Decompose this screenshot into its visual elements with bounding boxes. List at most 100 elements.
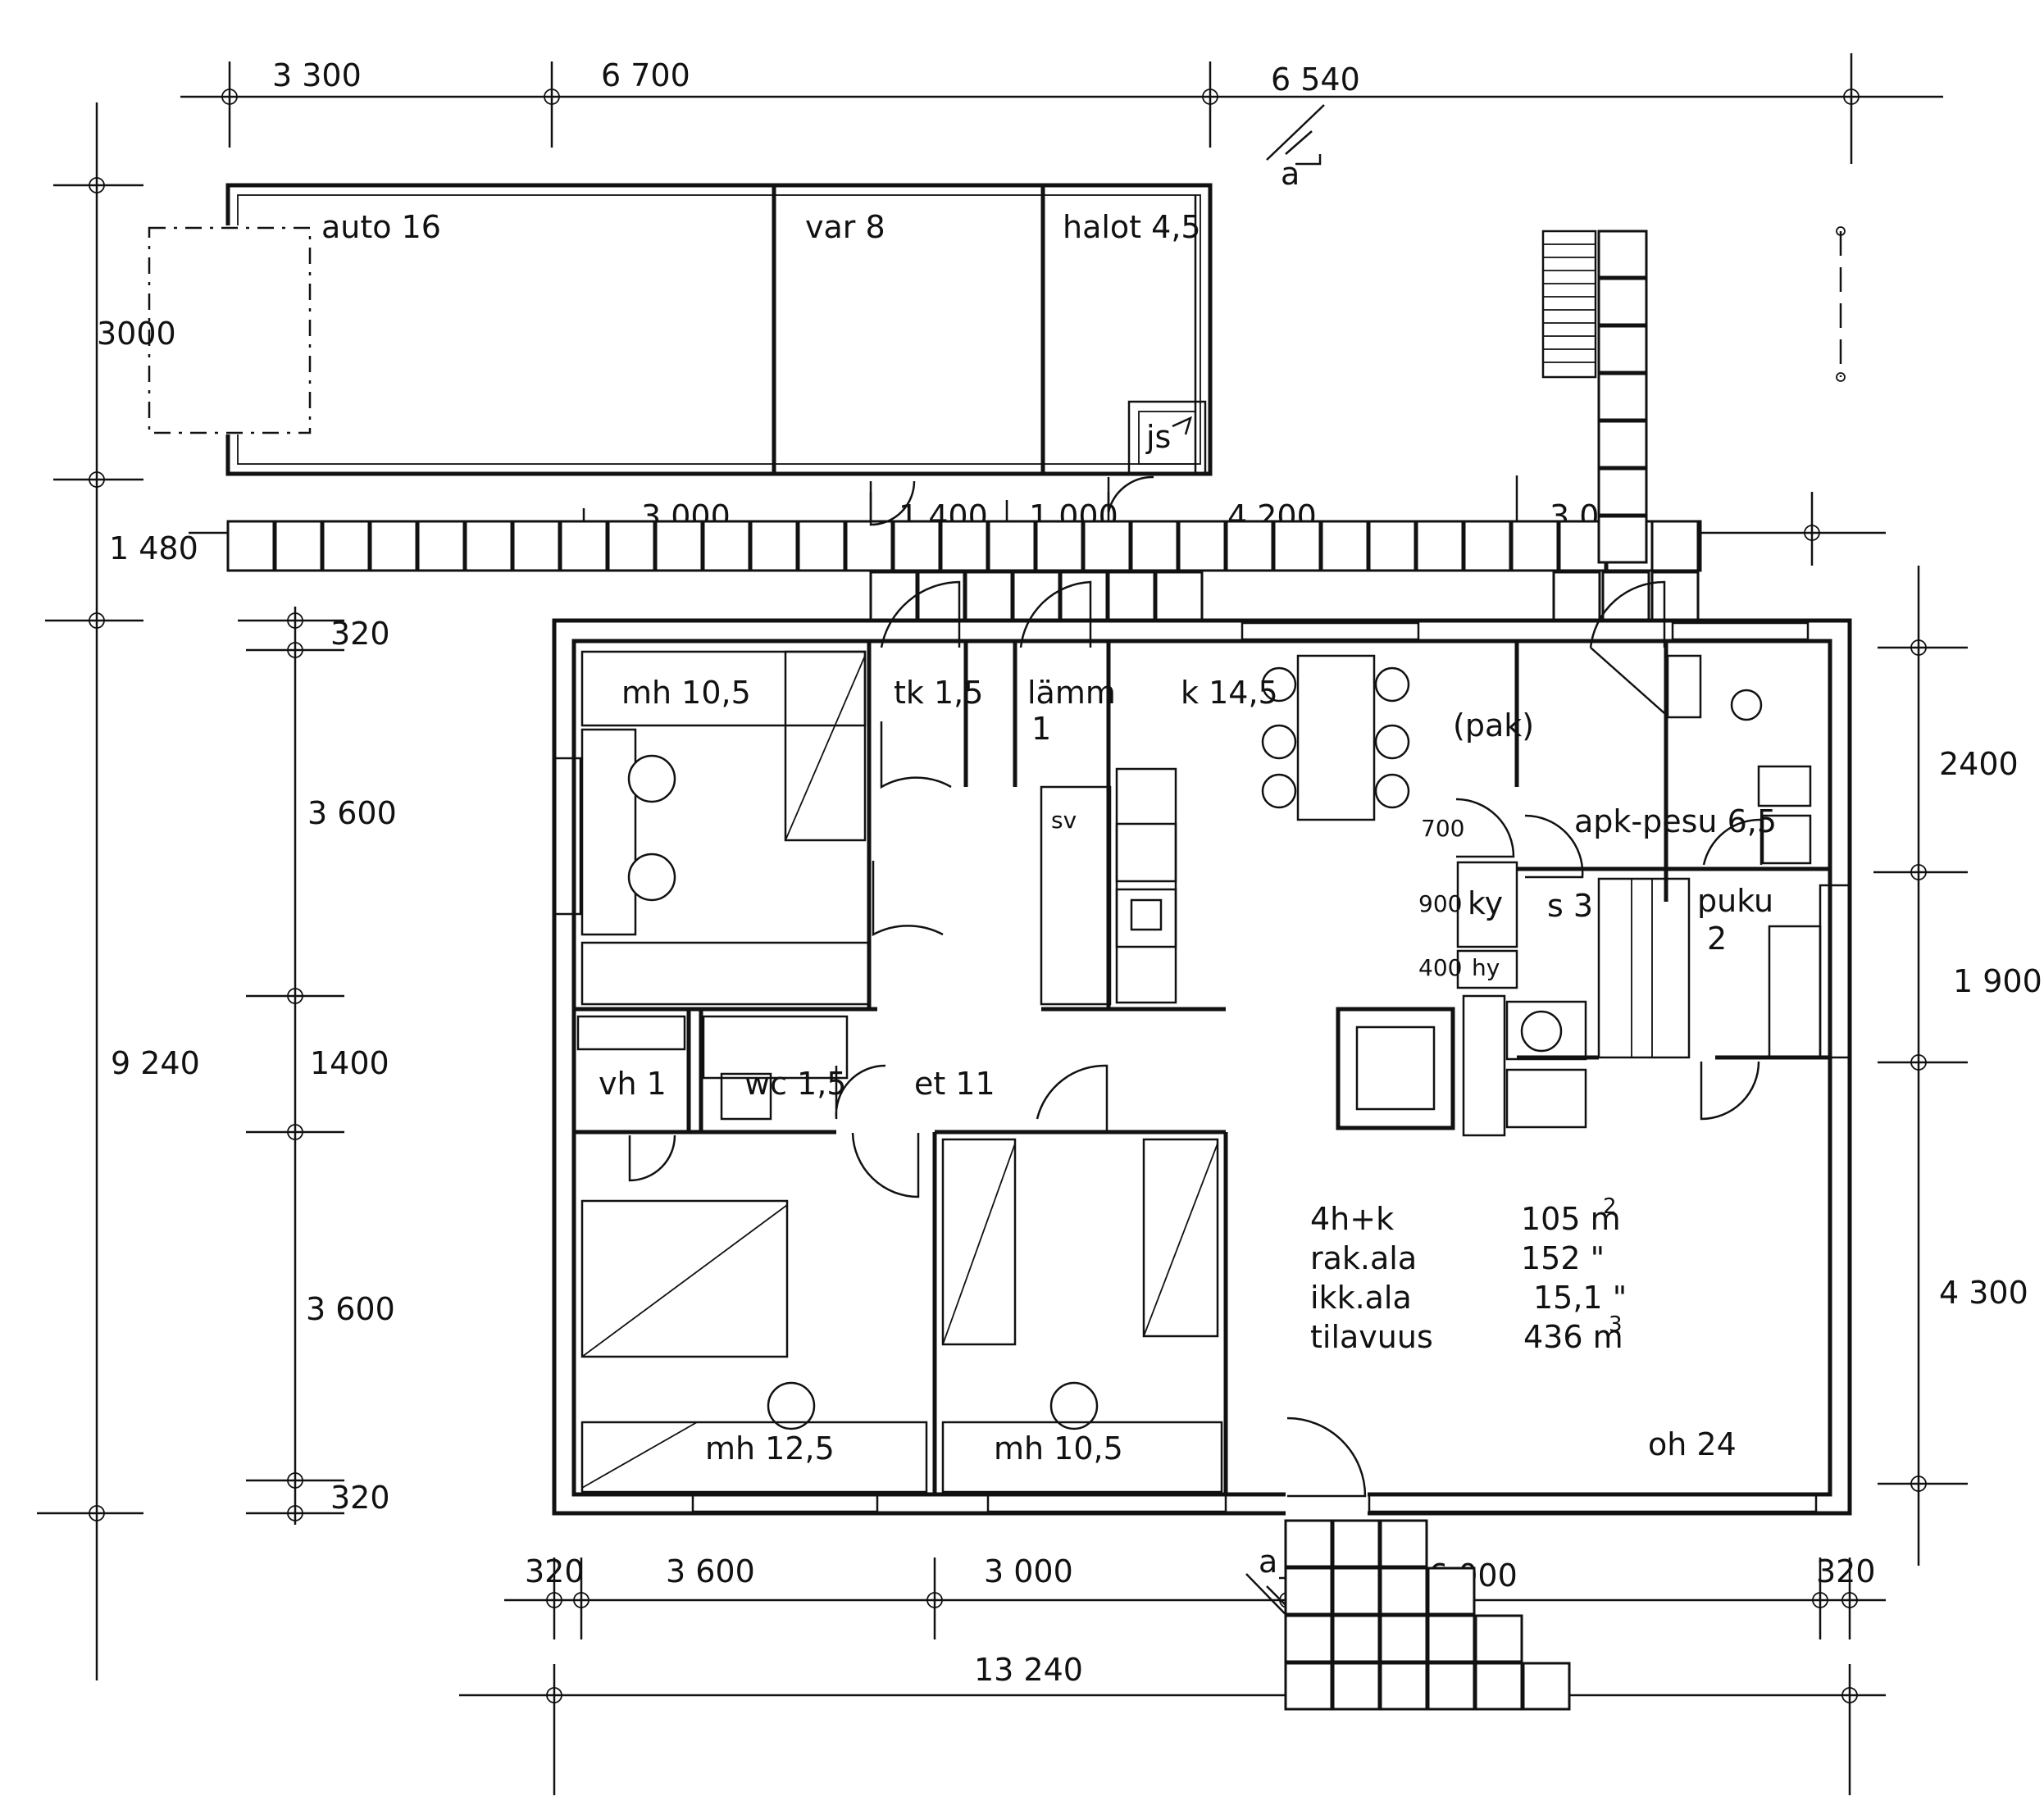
paving-tile bbox=[1597, 420, 1648, 469]
paving-tile bbox=[892, 520, 941, 572]
room-label-puku-no: 2 bbox=[1707, 921, 1727, 957]
dimension-lines bbox=[37, 53, 1968, 1795]
summary-sup-1: 2 bbox=[1603, 1194, 1617, 1219]
paving-tile bbox=[369, 520, 418, 572]
paving-tile bbox=[417, 520, 466, 572]
paving-tile bbox=[1427, 1614, 1476, 1663]
paving-tile bbox=[1059, 571, 1108, 621]
room-label-apk: apk-pesu 6,5 bbox=[1574, 803, 1777, 839]
paving-tile bbox=[1415, 520, 1464, 572]
paving-tile bbox=[987, 520, 1036, 572]
paving-tile bbox=[917, 571, 966, 621]
paving-tile bbox=[1379, 1614, 1428, 1663]
paving-tile bbox=[1130, 520, 1179, 572]
house-walls: sv bbox=[552, 618, 1852, 1517]
paving-tile bbox=[1474, 1614, 1523, 1663]
room-label-halot: halot 4,5 bbox=[1063, 209, 1201, 245]
section-marker-top: a bbox=[1266, 104, 1325, 192]
room-label-s: s 3 bbox=[1547, 888, 1593, 924]
outdoor-stairs bbox=[1541, 226, 1846, 382]
dim-kitchen-1: 700 bbox=[1421, 815, 1464, 842]
room-label-tk: tk 1,5 bbox=[894, 675, 983, 711]
room-labels: mh 10,5 tk 1,5 lämm 1 k 14,5 (pak) apk-p… bbox=[599, 675, 1777, 1467]
paving-tile bbox=[1552, 571, 1601, 621]
paving-tile bbox=[964, 571, 1013, 621]
dim-bottom-5: 320 bbox=[1816, 1553, 1876, 1589]
room-label-oh: oh 24 bbox=[1648, 1426, 1737, 1462]
paving-tile bbox=[1332, 1614, 1381, 1663]
paving-tile bbox=[940, 520, 989, 572]
summary-label-2: rak.ala bbox=[1310, 1240, 1417, 1276]
paving-tile bbox=[1035, 520, 1084, 572]
paving-tile bbox=[1597, 467, 1648, 516]
paving-tile bbox=[1650, 571, 1700, 621]
paving-tile bbox=[464, 520, 513, 572]
room-label-k: k 14,5 bbox=[1181, 675, 1278, 711]
dim-right-2: 1 900 bbox=[1953, 963, 2042, 999]
paving-tile bbox=[1597, 372, 1648, 421]
summary-label-3: ikk.ala bbox=[1310, 1280, 1412, 1316]
dim-bottom-1: 320 bbox=[525, 1553, 585, 1589]
paving-tile bbox=[1332, 1519, 1381, 1568]
room-label-ky: ky bbox=[1468, 885, 1503, 921]
paving-tile bbox=[869, 571, 918, 621]
room-label-lamm-no: 1 bbox=[1031, 711, 1051, 747]
paving-tile bbox=[1650, 520, 1700, 572]
paving-tile bbox=[1510, 520, 1559, 572]
dim-left-inner-1: 320 bbox=[330, 616, 390, 652]
paving-tile bbox=[1284, 1662, 1333, 1711]
dim-left-outer-2: 1 480 bbox=[109, 530, 198, 566]
summary-value-4: 436 m bbox=[1523, 1319, 1623, 1355]
room-label-js: js bbox=[1145, 419, 1171, 455]
paving-tile bbox=[1427, 1567, 1476, 1616]
room-label-lamm: lämm bbox=[1027, 675, 1116, 711]
paving-tile bbox=[1082, 520, 1131, 572]
paving-tile bbox=[274, 520, 323, 572]
room-label-hy: hy bbox=[1472, 954, 1500, 981]
paving-tile bbox=[654, 520, 703, 572]
summary-sup-4: 3 bbox=[1609, 1312, 1623, 1337]
paving-tile bbox=[1474, 1662, 1523, 1711]
dim-bottom-3: 3 000 bbox=[984, 1553, 1073, 1589]
paving-tile bbox=[1332, 1662, 1381, 1711]
paving-tile bbox=[1320, 520, 1369, 572]
summary-value-1: 105 m bbox=[1521, 1201, 1621, 1237]
room-label-auto: auto 16 bbox=[321, 209, 441, 245]
dim-top-3: 6 540 bbox=[1271, 61, 1360, 98]
paving-tile bbox=[749, 520, 799, 572]
door-swings bbox=[628, 475, 1763, 1498]
room-label-vh: vh 1 bbox=[599, 1066, 667, 1102]
paving-tile bbox=[1284, 1614, 1333, 1663]
paving-tile bbox=[1225, 520, 1274, 572]
paving-tile bbox=[1427, 1662, 1476, 1711]
dim-bottom-2: 3 600 bbox=[666, 1553, 755, 1589]
dim-right-1: 2400 bbox=[1939, 746, 2019, 782]
paving-tile bbox=[512, 520, 561, 572]
dim-kitchen-2: 900 bbox=[1418, 890, 1462, 917]
room-label-var: var 8 bbox=[805, 209, 885, 245]
paving-tile bbox=[559, 520, 608, 572]
dim-left-inner-5: 320 bbox=[330, 1480, 390, 1516]
paving-tile bbox=[1522, 1662, 1571, 1711]
section-label-top: a bbox=[1281, 156, 1300, 192]
room-label-pak: (pak) bbox=[1453, 707, 1534, 744]
paving-tile bbox=[1284, 1567, 1333, 1616]
paving-tile bbox=[1379, 1567, 1428, 1616]
paving-tile bbox=[1368, 520, 1417, 572]
summary-label-4: tilavuus bbox=[1310, 1319, 1433, 1355]
paving-tile bbox=[1177, 520, 1227, 572]
summary-value-3: 15,1 " bbox=[1533, 1280, 1627, 1316]
dim-left-outer-3: 9 240 bbox=[111, 1045, 200, 1081]
dim-left-outer-1: 3000 bbox=[97, 316, 176, 352]
room-label-puku: puku bbox=[1697, 883, 1773, 919]
dim-top-2: 6 700 bbox=[601, 57, 690, 93]
room-label-sv: sv bbox=[1051, 807, 1077, 834]
paving-tiles bbox=[226, 230, 1702, 1711]
room-label-mh2: mh 12,5 bbox=[705, 1430, 835, 1467]
paving-tile bbox=[1272, 520, 1322, 572]
paving-tile bbox=[1597, 515, 1648, 564]
paving-tile bbox=[1597, 230, 1648, 279]
paving-tile bbox=[1379, 1519, 1428, 1568]
dim-kitchen-3: 400 bbox=[1418, 954, 1462, 981]
